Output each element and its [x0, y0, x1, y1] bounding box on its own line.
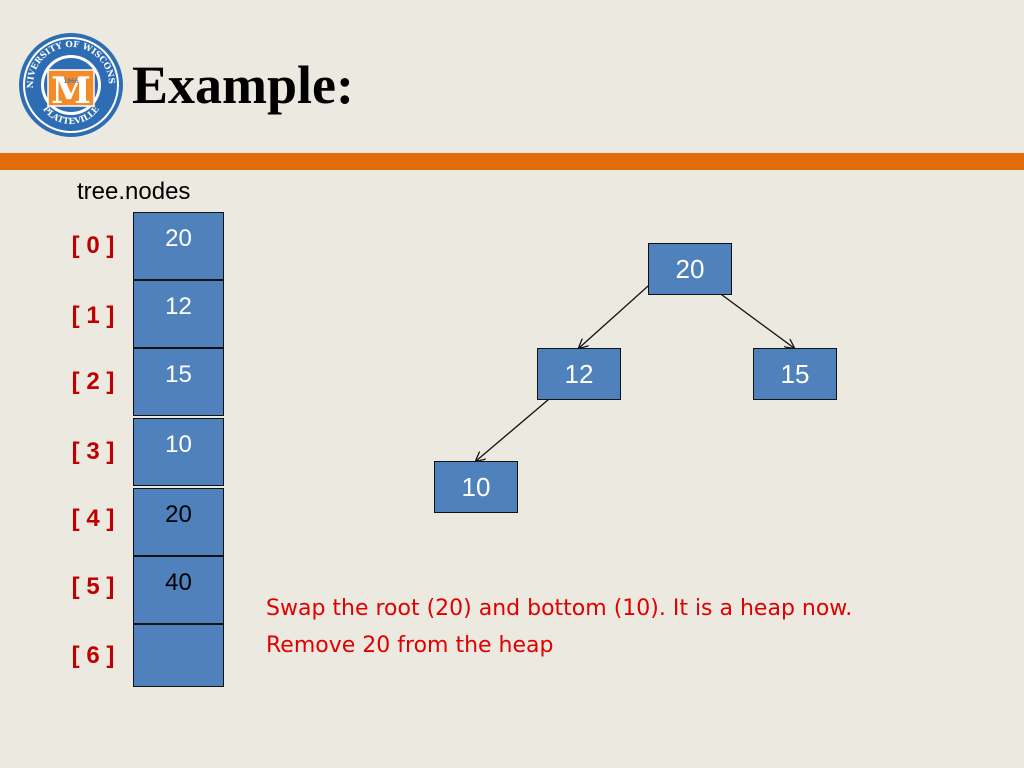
svg-text:M: M	[51, 70, 91, 112]
array-cell-6	[133, 624, 224, 687]
tree-node-left-left: 10	[434, 461, 518, 513]
slide-title: Example:	[132, 55, 354, 115]
array-label: tree.nodes	[77, 178, 191, 205]
svg-text:1866: 1866	[63, 78, 78, 85]
array-cell-3: 10	[133, 418, 224, 486]
note-line-1: Swap the root (20) and bottom (10). It i…	[266, 596, 853, 621]
array-cell-4: 20	[133, 488, 224, 556]
array-index-6: [ 6 ]	[71, 642, 115, 669]
explanation-note: Swap the root (20) and bottom (10). It i…	[266, 590, 852, 664]
array-cell-2: 15	[133, 348, 224, 416]
array-cell-value: 10	[165, 431, 192, 458]
array-index-1: [ 1 ]	[71, 302, 115, 329]
array-cell-5: 40	[133, 556, 224, 624]
university-seal-logo: UNIVERSITY OF WISCONSIN PLATTEVILLE M 18…	[18, 32, 123, 137]
array-cell-value: 20	[165, 225, 192, 252]
array-cell-0: 20	[133, 212, 224, 280]
accent-bar	[0, 153, 1024, 170]
array-index-3: [ 3 ]	[71, 438, 115, 465]
tree-node-left: 12	[537, 348, 621, 400]
array-index-0: [ 0 ]	[71, 232, 115, 259]
array-cell-value: 20	[165, 501, 192, 528]
array-cell-value: 15	[165, 361, 192, 388]
note-line-2: Remove 20 from the heap	[266, 633, 554, 658]
array-cell-value: 12	[165, 293, 192, 320]
tree-edge-20-15	[717, 291, 794, 348]
tree-edge-12-10	[476, 393, 556, 461]
array-index-5: [ 5 ]	[71, 573, 115, 600]
tree-node-root: 20	[648, 243, 732, 295]
tree-node-right: 15	[753, 348, 837, 400]
array-cell-1: 12	[133, 280, 224, 348]
array-cell-value: 40	[165, 569, 192, 596]
array-index-2: [ 2 ]	[71, 368, 115, 395]
tree-edge-20-12	[579, 277, 658, 348]
array-index-4: [ 4 ]	[71, 505, 115, 532]
